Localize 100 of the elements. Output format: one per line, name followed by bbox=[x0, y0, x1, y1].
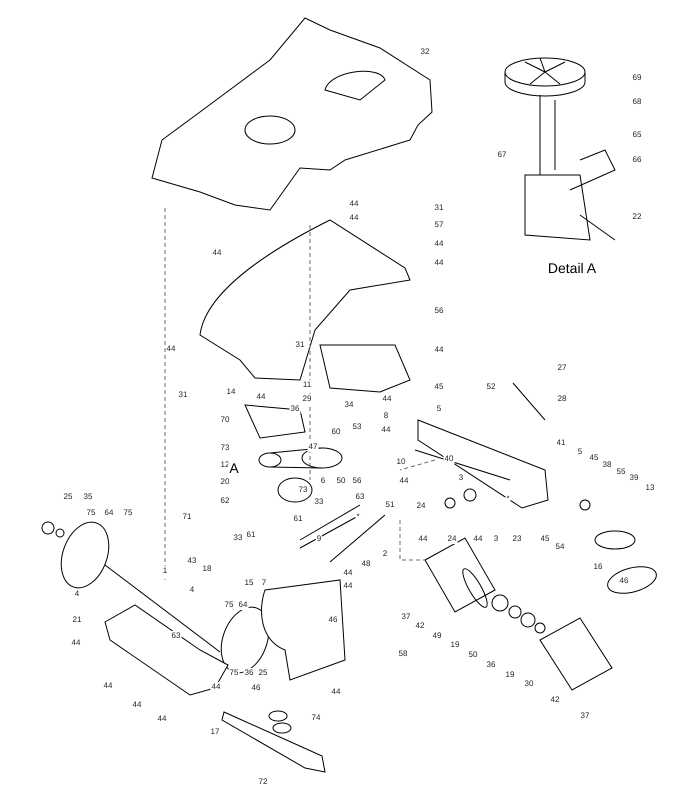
callout-number: 8 bbox=[382, 411, 390, 421]
callout-number: 61 bbox=[292, 514, 304, 524]
callout-number: 23 bbox=[512, 534, 522, 544]
callout-number: 15 bbox=[244, 578, 254, 588]
callout-number: 24 bbox=[416, 501, 426, 511]
callout-number: 31 bbox=[434, 203, 444, 213]
callout-number: 5 bbox=[436, 404, 442, 414]
asterisk-mark: * bbox=[505, 494, 511, 504]
callout-number: 17 bbox=[210, 727, 220, 737]
callout-number: 61 bbox=[246, 530, 256, 540]
callout-number: 46 bbox=[250, 683, 262, 693]
callout-number: 16 bbox=[592, 562, 604, 572]
callout-number: 44 bbox=[472, 534, 484, 544]
callout-number: 44 bbox=[330, 687, 342, 697]
callout-number: 19 bbox=[504, 670, 516, 680]
callout-number: 41 bbox=[556, 438, 566, 448]
callout-number: 53 bbox=[352, 422, 362, 432]
callout-number: 57 bbox=[434, 220, 444, 230]
callout-number: 13 bbox=[644, 483, 656, 493]
callout-number: 30 bbox=[524, 679, 534, 689]
callout-number: 75 bbox=[224, 600, 234, 610]
callout-number: 44 bbox=[398, 476, 410, 486]
callout-number: 56 bbox=[352, 476, 362, 486]
callout-number: 44 bbox=[156, 714, 168, 724]
callout-number: 25 bbox=[258, 668, 268, 678]
callout-number: 39 bbox=[628, 473, 640, 483]
callout-number: 75 bbox=[122, 508, 134, 518]
callout-number: 47 bbox=[308, 442, 318, 452]
callout-number: 24 bbox=[446, 534, 458, 544]
callout-number: 27 bbox=[556, 363, 568, 373]
callout-number: 62 bbox=[220, 496, 230, 506]
callout-number: 44 bbox=[212, 248, 222, 258]
callout-number: 43 bbox=[186, 556, 198, 566]
callout-number: 75 bbox=[228, 668, 240, 678]
callout-number: 28 bbox=[556, 394, 568, 404]
callout-number: 37 bbox=[580, 711, 590, 721]
callout-number: 56 bbox=[434, 306, 444, 316]
callout-number: 49 bbox=[432, 631, 442, 641]
callout-number: 19 bbox=[450, 640, 460, 650]
callout-number: 51 bbox=[384, 500, 396, 510]
callout-number: 44 bbox=[166, 344, 176, 354]
callout-number: 44 bbox=[102, 681, 114, 691]
callout-number: 74 bbox=[310, 713, 322, 723]
callout-number: 14 bbox=[226, 387, 236, 397]
callout-number: 55 bbox=[616, 467, 626, 477]
callout-number: 65 bbox=[632, 130, 642, 140]
callout-number: 42 bbox=[550, 695, 560, 705]
callout-number: 44 bbox=[342, 581, 354, 591]
callout-number: 42 bbox=[414, 621, 426, 631]
callout-number: 44 bbox=[348, 199, 360, 209]
callout-number: 10 bbox=[396, 457, 406, 467]
callout-number: 2 bbox=[382, 549, 388, 559]
callout-number: 29 bbox=[302, 394, 312, 404]
callout-number: 40 bbox=[444, 454, 454, 464]
callout-number: 36 bbox=[290, 404, 300, 414]
callout-number: 33 bbox=[314, 497, 324, 507]
callout-number: 46 bbox=[618, 576, 630, 586]
callout-number: 33 bbox=[232, 533, 244, 543]
callout-number: 34 bbox=[344, 400, 354, 410]
callout-number: 44 bbox=[382, 394, 392, 404]
callout-number: 50 bbox=[468, 650, 478, 660]
callout-number: 70 bbox=[220, 415, 230, 425]
callout-number: 64 bbox=[104, 508, 114, 518]
callout-number: 44 bbox=[256, 392, 266, 402]
callout-number: 20 bbox=[220, 477, 230, 487]
callout-number: 31 bbox=[178, 390, 188, 400]
callout-number: 22 bbox=[632, 212, 642, 222]
callout-number: 6 bbox=[320, 476, 326, 486]
callout-number: 4 bbox=[188, 585, 196, 595]
callout-number: 69 bbox=[632, 73, 642, 83]
callout-number: 44 bbox=[434, 258, 444, 268]
section-marker: A bbox=[228, 460, 240, 476]
callout-number: 18 bbox=[202, 564, 212, 574]
callout-number: 3 bbox=[492, 534, 500, 544]
callout-number: 52 bbox=[486, 382, 496, 392]
callout-number: 54 bbox=[554, 542, 566, 552]
callout-number: 63 bbox=[170, 631, 182, 641]
callout-number: 73 bbox=[298, 485, 308, 495]
callout-number: 44 bbox=[380, 425, 392, 435]
callout-number: 46 bbox=[328, 615, 338, 625]
callout-number: 44 bbox=[434, 239, 444, 249]
callout-number: 45 bbox=[434, 382, 444, 392]
callout-number: 35 bbox=[82, 492, 94, 502]
callout-number: 38 bbox=[602, 460, 612, 470]
callout-number: 44 bbox=[342, 568, 354, 578]
callout-number: 63 bbox=[354, 492, 366, 502]
callout-number: 1 bbox=[162, 566, 168, 576]
callout-number: 72 bbox=[258, 777, 268, 787]
callout-number: 44 bbox=[70, 638, 82, 648]
callout-number: 36 bbox=[244, 668, 254, 678]
callout-number: 64 bbox=[238, 600, 248, 610]
callout-number: 31 bbox=[294, 340, 306, 350]
callout-number: 3 bbox=[458, 473, 464, 483]
callout-number: 48 bbox=[360, 559, 372, 569]
callout-number: 44 bbox=[434, 345, 444, 355]
callout-number: 11 bbox=[302, 380, 312, 390]
callout-number: 45 bbox=[540, 534, 550, 544]
callout-number: 66 bbox=[632, 155, 642, 165]
callout-number: 50 bbox=[336, 476, 346, 486]
callout-number: 44 bbox=[418, 534, 428, 544]
